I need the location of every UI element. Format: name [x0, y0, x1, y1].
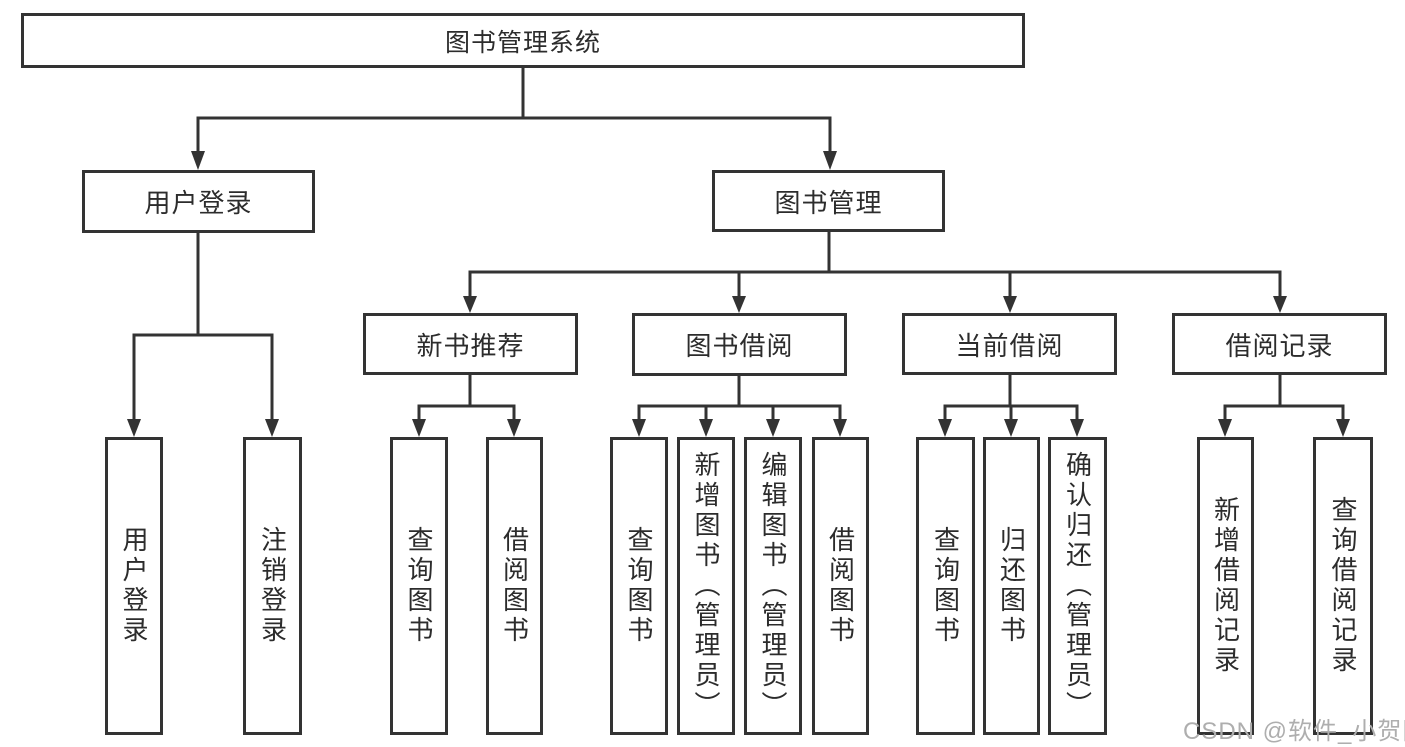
arrowhead: [191, 151, 205, 170]
connector-current-borrow-to-leaves: [938, 375, 1084, 437]
node-label: 图书管理系统: [444, 28, 601, 57]
node-label: 当前借阅: [955, 330, 1064, 361]
arrowhead: [1273, 296, 1287, 313]
node-leaf-query-borrow-record: 查询借阅记录: [1313, 437, 1373, 735]
node-current-borrow: 当前借阅: [902, 313, 1117, 375]
arrowhead: [699, 419, 713, 437]
node-leaf-borrow-books-2: 借阅图书: [812, 437, 869, 735]
arrowhead: [507, 419, 521, 437]
node-label: 借阅图书: [825, 526, 856, 646]
node-leaf-query-books-2: 查询图书: [610, 437, 668, 735]
arrowhead: [938, 419, 952, 437]
node-label: 新增图书（管理员）: [691, 451, 721, 721]
connector-book-mgmt-to-level3: [463, 232, 1287, 313]
node-leaf-confirm-return-admin: 确认归还（管理员）: [1048, 437, 1107, 735]
arrowhead: [833, 419, 847, 437]
node-user-login: 用户登录: [82, 170, 315, 233]
node-label: 查询图书: [624, 526, 654, 646]
arrowhead: [766, 419, 780, 437]
node-label: 查询图书: [404, 526, 434, 646]
arrowhead: [1003, 296, 1017, 313]
csdn-watermark: CSDN @软件_小贺同学: [1183, 718, 1405, 745]
node-label: 归还图书: [996, 526, 1027, 646]
node-leaf-add-borrow-record: 新增借阅记录: [1197, 437, 1254, 735]
node-leaf-edit-book-admin: 编辑图书（管理员）: [744, 437, 802, 735]
arrowhead: [823, 151, 837, 170]
arrowhead: [127, 419, 141, 437]
connector-user-login-to-leaves: [127, 233, 279, 437]
connector-root-to-level2: [191, 68, 837, 170]
connector-new-book-rec-to-leaves: [412, 375, 521, 437]
node-leaf-return-book: 归还图书: [983, 437, 1040, 735]
node-label: 借阅记录: [1225, 330, 1334, 361]
node-book-borrow: 图书借阅: [632, 313, 847, 376]
arrowhead: [632, 419, 646, 437]
arrowhead: [463, 296, 477, 313]
arrowhead: [412, 419, 426, 437]
node-book-mgmt: 图书管理: [712, 170, 945, 232]
arrowhead: [1336, 419, 1350, 437]
connector-borrow-records-to-leaves: [1218, 375, 1350, 437]
node-label: 编辑图书（管理员）: [758, 451, 788, 721]
node-label: 确认归还（管理员）: [1062, 451, 1093, 721]
node-borrow-records: 借阅记录: [1172, 313, 1387, 375]
arrowhead: [1218, 419, 1232, 437]
node-leaf-user-login: 用户登录: [105, 437, 163, 735]
node-label: 用户登录: [119, 526, 149, 646]
node-label: 新增借阅记录: [1210, 496, 1241, 676]
node-label: 借阅图书: [499, 526, 530, 646]
node-root: 图书管理系统: [21, 13, 1025, 68]
node-label: 图书借阅: [685, 331, 794, 361]
node-leaf-borrow-books-1: 借阅图书: [486, 437, 543, 735]
arrowhead: [1070, 419, 1084, 437]
node-label: 图书管理: [774, 187, 883, 218]
connector-book-borrow-to-leaves: [632, 375, 847, 437]
node-leaf-add-book-admin: 新增图书（管理员）: [677, 437, 735, 735]
node-label: 新书推荐: [416, 330, 525, 361]
arrowhead: [1004, 419, 1018, 437]
node-new-book-rec: 新书推荐: [363, 313, 578, 375]
node-leaf-query-books-3: 查询图书: [916, 437, 975, 735]
arrowhead: [265, 419, 279, 437]
node-label: 注销登录: [257, 526, 288, 646]
node-leaf-query-books-1: 查询图书: [390, 437, 448, 735]
node-label: 查询图书: [930, 526, 961, 646]
node-label: 用户登录: [144, 188, 253, 218]
node-label: 查询借阅记录: [1328, 496, 1358, 676]
arrowhead: [732, 296, 746, 313]
node-leaf-logout: 注销登录: [243, 437, 302, 735]
